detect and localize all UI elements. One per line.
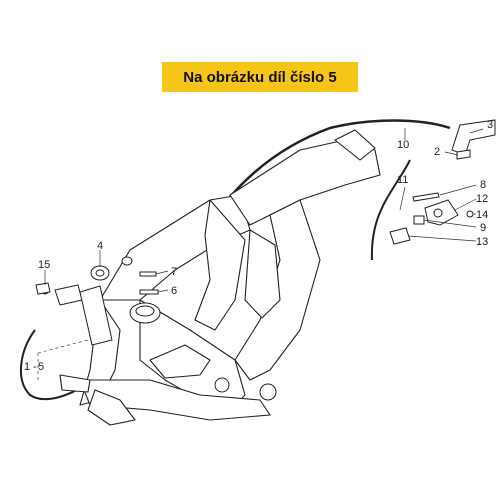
callout-10: 10 bbox=[397, 139, 409, 151]
part-steering-tube bbox=[79, 285, 113, 346]
part-number-banner: Na obrázku díl číslo 5 bbox=[162, 62, 358, 92]
banner-text: Na obrázku díl číslo 5 bbox=[183, 68, 337, 86]
callout-14: 14 bbox=[476, 209, 488, 221]
scooter-frame bbox=[59, 129, 381, 426]
part-small-clip bbox=[121, 256, 133, 266]
part-bolt-8 bbox=[412, 192, 440, 202]
callout-1: 1 bbox=[24, 361, 30, 373]
part-washer-14 bbox=[466, 210, 474, 218]
part-rubber-ring bbox=[90, 265, 110, 281]
callout-5: 5 bbox=[38, 361, 44, 373]
part-bracket-3 bbox=[451, 119, 496, 156]
callout-9: 9 bbox=[480, 222, 486, 234]
callout-6: 6 bbox=[171, 285, 177, 297]
leader-lines bbox=[37, 128, 484, 380]
callout-4: 4 bbox=[97, 240, 103, 252]
callout-2: 2 bbox=[434, 146, 440, 158]
part-bolt-2 bbox=[456, 149, 471, 160]
part-bolt-6 bbox=[139, 289, 159, 295]
part-sensor-12 bbox=[424, 199, 459, 226]
callout-11: 11 bbox=[397, 174, 408, 186]
callout-7: 7 bbox=[171, 266, 177, 278]
part-bolt-7 bbox=[139, 271, 157, 277]
callout-numbers: 3 2 10 8 12 14 9 13 11 4 7 6 15 1 - 5 bbox=[24, 119, 493, 373]
right-cable bbox=[370, 159, 411, 261]
callout-8: 8 bbox=[480, 179, 486, 191]
left-cable bbox=[19, 329, 86, 401]
part-fuel-cap bbox=[129, 302, 161, 324]
part-nut-9 bbox=[413, 215, 425, 225]
callout-12: 12 bbox=[476, 193, 488, 205]
part-clip-15 bbox=[35, 282, 51, 295]
part-spring-13 bbox=[389, 227, 411, 245]
callout-13: 13 bbox=[476, 236, 488, 248]
callout-separator: - bbox=[33, 361, 37, 373]
callout-15: 15 bbox=[38, 259, 50, 271]
callout-3: 3 bbox=[487, 119, 493, 131]
